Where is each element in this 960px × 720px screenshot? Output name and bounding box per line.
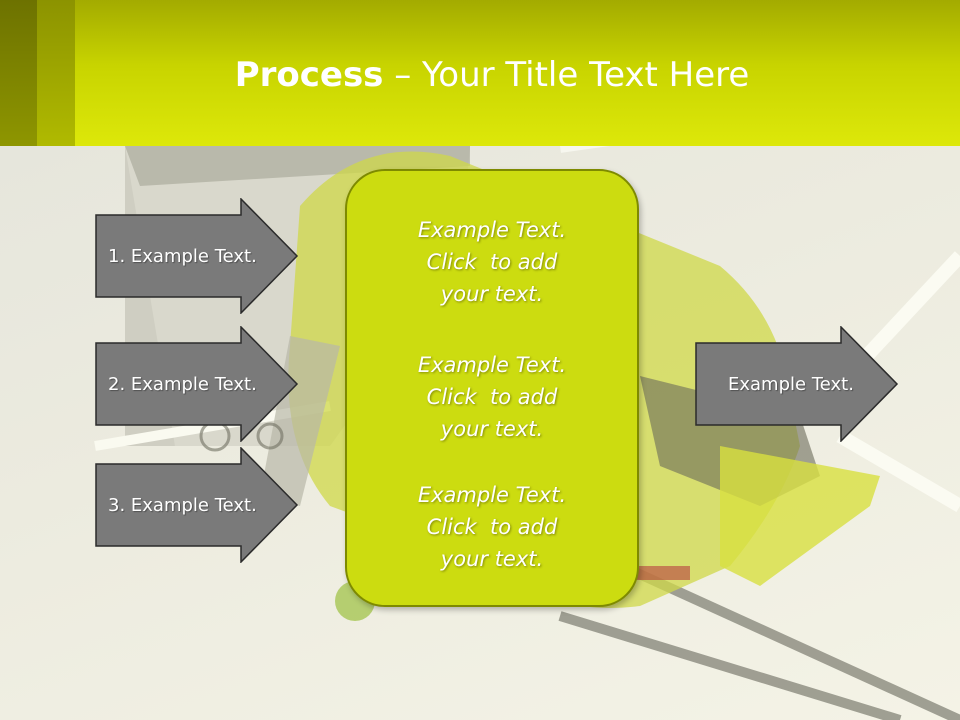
right-arrow[interactable]: Example Text. (695, 326, 899, 442)
arrow-label: 1. Example Text. (108, 245, 257, 267)
left-arrow-3[interactable]: 3. Example Text. (95, 447, 299, 563)
block-line: your text. (440, 547, 544, 571)
block-line: Example Text. (417, 483, 567, 507)
arrow-label: Example Text. (728, 373, 854, 395)
arrow-label: 2. Example Text. (108, 373, 257, 395)
arrow-shape (695, 326, 899, 442)
left-arrow-1[interactable]: 1. Example Text. (95, 198, 299, 314)
block-line: your text. (440, 282, 544, 306)
block-line: Click to add (426, 250, 558, 274)
block-line: Example Text. (417, 353, 567, 377)
arrow-label: 3. Example Text. (108, 494, 257, 516)
slide-title[interactable]: Process – Your Title Text Here (0, 52, 960, 98)
header-band: Process – Your Title Text Here (0, 0, 960, 146)
panel-text-block-1[interactable]: Example Text. Click to add your text. (347, 214, 637, 310)
block-line: Click to add (426, 385, 558, 409)
title-rest: – Your Title Text Here (383, 55, 750, 95)
block-line: Click to add (426, 515, 558, 539)
block-line: your text. (440, 417, 544, 441)
left-arrow-2[interactable]: 2. Example Text. (95, 326, 299, 442)
panel-text-block-2[interactable]: Example Text. Click to add your text. (347, 349, 637, 445)
block-line: Example Text. (417, 218, 567, 242)
panel-text-block-3[interactable]: Example Text. Click to add your text. (347, 479, 637, 575)
arrow-shape (95, 447, 299, 563)
header-stripe-dark (0, 0, 37, 146)
arrow-shape (95, 326, 299, 442)
arrow-shape (95, 198, 299, 314)
center-text-panel[interactable]: Example Text. Click to add your text. Ex… (345, 169, 639, 607)
title-bold: Process (234, 55, 384, 95)
header-stripe-mid (37, 0, 75, 146)
